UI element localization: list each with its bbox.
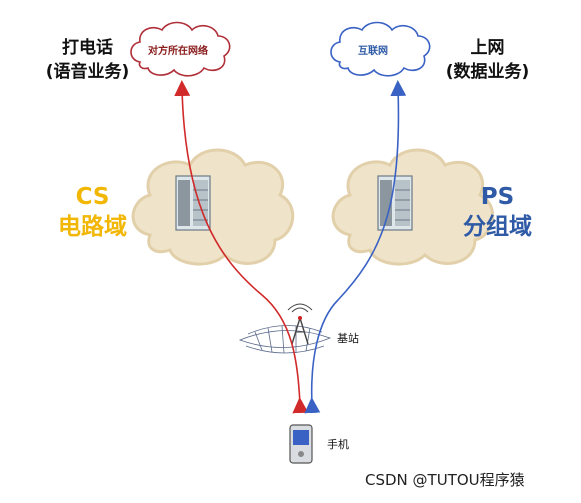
data-service-title: 上网 (数据业务) xyxy=(445,38,530,82)
internet-cloud xyxy=(330,21,431,77)
cs-domain-cloud xyxy=(131,148,295,266)
ps-signal-path xyxy=(304,80,407,414)
base-station-mesh xyxy=(238,325,332,354)
ps-domain-label: PS 分组域 xyxy=(463,184,532,240)
voice-service-title: 打电话 (语音业务) xyxy=(45,38,130,82)
watermark: CSDN @TUTOU程序猿 xyxy=(365,471,525,489)
internet-label: 互联网 xyxy=(358,46,388,57)
phone-label: 手机 xyxy=(327,438,349,451)
phone-icon xyxy=(289,424,313,464)
base-station-label: 基站 xyxy=(337,332,359,345)
remote-network-label: 对方所在网络 xyxy=(148,46,208,57)
cs-domain-label: CS 电路域 xyxy=(58,184,127,240)
cs-signal-path xyxy=(174,80,309,414)
remote-network-cloud xyxy=(130,21,231,77)
ps-server-rack xyxy=(377,175,413,231)
